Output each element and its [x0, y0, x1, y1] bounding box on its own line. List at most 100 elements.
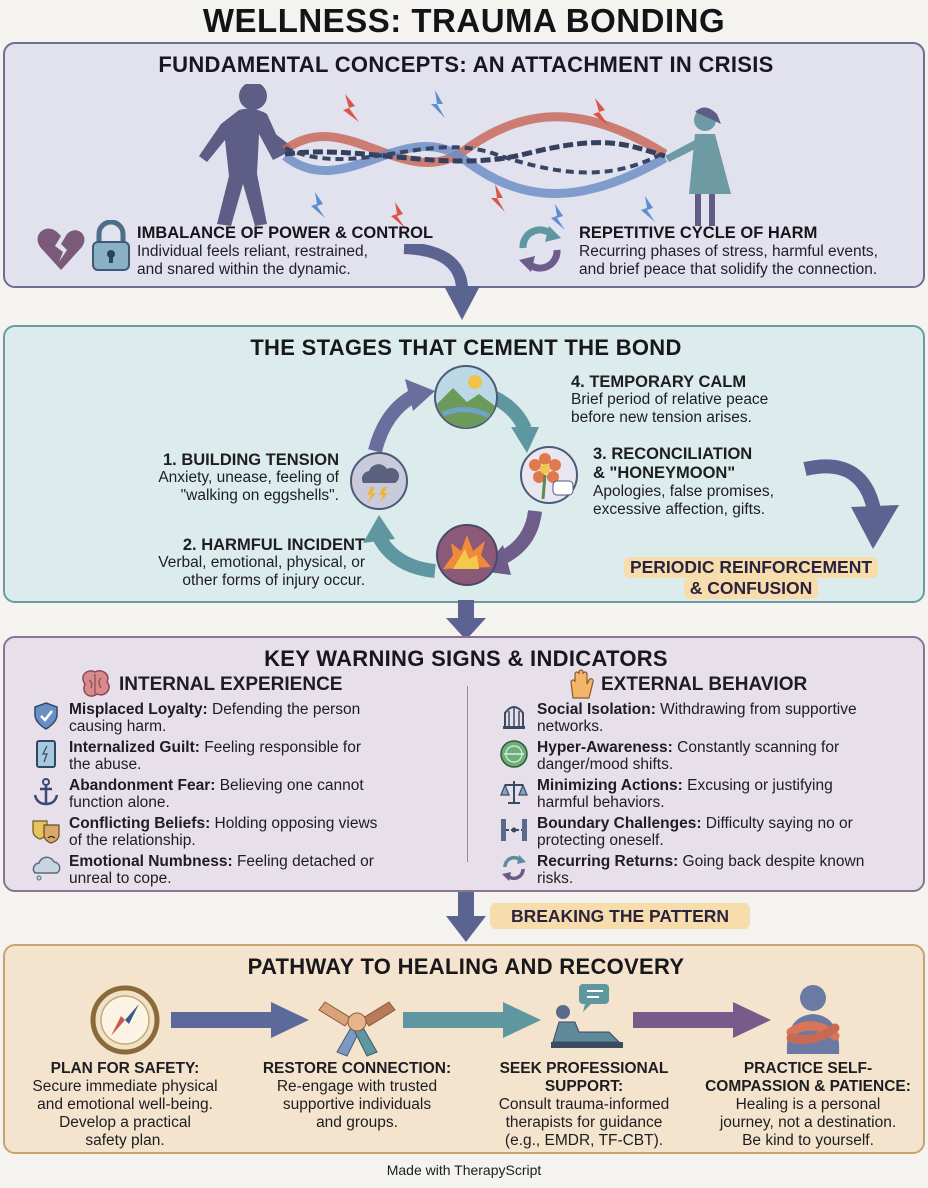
step-desc-line: Healing is a personal: [735, 1096, 881, 1113]
step-desc-line: Develop a practical: [59, 1114, 191, 1131]
list-item: Conflicting Beliefs: Holding opposing vi…: [31, 815, 377, 849]
chain-tug-illustration: [199, 84, 731, 230]
brain-icon: [82, 670, 110, 697]
therapy-couch-icon: [551, 984, 623, 1048]
sign-text-cont: unreal to cope.: [69, 870, 172, 887]
badge-line-1: PERIODIC REINFORCEMENT: [623, 557, 879, 578]
explosion-icon: [436, 524, 498, 586]
path-arrow-icon: [171, 1002, 309, 1038]
section-fundamental-concepts: FUNDAMENTAL CONCEPTS: AN ATTACHMENT IN C…: [3, 42, 925, 288]
self-hug-icon: [786, 985, 840, 1054]
sign-term: Minimizing Actions:: [537, 777, 683, 794]
sign-term: Misplaced Loyalty:: [69, 701, 208, 718]
list-item: Minimizing Actions: Excusing or justifyi…: [499, 777, 833, 811]
sign-term: Conflicting Beliefs:: [69, 815, 211, 832]
down-arrow-icon: [403, 244, 480, 320]
section-title: FUNDAMENTAL CONCEPTS: AN ATTACHMENT IN C…: [158, 52, 774, 77]
sign-text: Difficulty saying no or: [701, 815, 853, 832]
stage-3-line-2: excessive affection, gifts.: [593, 501, 766, 518]
column-divider: [467, 686, 468, 862]
sign-text-cont: danger/mood shifts.: [537, 756, 674, 773]
sign-text: Going back despite known: [678, 853, 865, 870]
scale-icon: [500, 781, 528, 804]
sign-text: Feeling responsible for: [199, 739, 362, 756]
sign-term: Hyper-Awareness:: [537, 739, 673, 756]
stage-1-line-2: "walking on eggshells".: [180, 487, 339, 504]
sign-text: Feeling detached or: [232, 853, 374, 870]
section-healing-pathway: PATHWAY TO HEALING AND RECOVERY: [3, 944, 925, 1154]
stage-4-line-2: before new tension arises.: [571, 409, 752, 426]
step-desc-line: journey, not a destination.: [719, 1114, 897, 1131]
step-desc-line: Re-engage with trusted: [276, 1078, 438, 1095]
cloud-icon: [32, 856, 61, 881]
sign-text-cont: function alone.: [69, 794, 170, 811]
list-item: Social Isolation: Withdrawing from suppo…: [499, 701, 857, 735]
sign-text-cont: harmful behaviors.: [537, 794, 665, 811]
power-control-heading: IMBALANCE OF POWER & CONTROL: [137, 224, 434, 242]
section-bond-stages: THE STAGES THAT CEMENT THE BOND: [3, 325, 925, 603]
section-title: PATHWAY TO HEALING AND RECOVERY: [247, 954, 685, 979]
reinforcement-badge: PERIODIC REINFORCEMENT & CONFUSION: [613, 557, 889, 599]
joined-hands-icon: [318, 1001, 396, 1057]
step-desc-line: supportive individuals: [282, 1096, 432, 1113]
step-desc-line: (e.g., EMDR, TF-CBT).: [504, 1132, 664, 1149]
sign-text: Believing one cannot: [215, 777, 364, 794]
list-item: Hyper-Awareness: Constantly scanning for…: [499, 739, 839, 773]
cycle-of-harm-heading: REPETITIVE CYCLE OF HARM: [579, 224, 818, 242]
cycle-of-harm-text-line-1: Recurring phases of stress, harmful even…: [579, 243, 878, 260]
birdcage-icon: [503, 706, 525, 729]
adult-figure-icon: [199, 84, 291, 226]
calm-landscape-icon: [434, 365, 498, 429]
sign-text-cont: risks.: [537, 870, 574, 887]
sign-term: Abandonment Fear:: [69, 777, 216, 794]
stage-4-title: 4. TEMPORARY CALM: [571, 373, 747, 391]
sign-text-cont: of the relationship.: [69, 832, 196, 849]
sign-text: Withdrawing from supportive: [655, 701, 857, 718]
broken-heart-icon: [37, 228, 85, 270]
compass-icon: [90, 985, 160, 1055]
section-title: THE STAGES THAT CEMENT THE BOND: [250, 335, 682, 360]
sign-term: Boundary Challenges:: [537, 815, 702, 832]
list-item: Abandonment Fear: Believing one cannot fu…: [31, 777, 364, 811]
down-arrow-icon: [446, 892, 486, 942]
stage-1-title: 1. BUILDING TENSION: [162, 451, 339, 469]
padlock-icon: [92, 220, 130, 271]
sign-term: Social Isolation:: [537, 701, 656, 718]
barrier-icon: [501, 819, 527, 841]
breaking-pattern-badge: BREAKING THE PATTERN: [490, 903, 750, 929]
sign-term: Internalized Guilt:: [69, 739, 200, 756]
power-control-text-line-1: Individual feels reliant, restrained,: [137, 243, 368, 260]
stage-2-title: 2. HARMFUL INCIDENT: [182, 536, 365, 554]
step-desc-line: Consult trauma-informed: [498, 1096, 670, 1113]
sign-text-cont: causing harm.: [69, 718, 167, 735]
step-title: SEEK PROFESSIONAL: [499, 1060, 669, 1077]
sign-text: Excusing or justifying: [682, 777, 833, 794]
stage-3-title-line-1: 3. RECONCILIATION: [593, 445, 753, 463]
stage-4-line-1: Brief period of relative peace: [571, 391, 769, 408]
stage-2-line-1: Verbal, emotional, physical, or: [158, 554, 365, 571]
heal-step-safety: PLAN FOR SAFETY: Secure immediate physic…: [7, 1060, 243, 1150]
curved-arrow-icon: [803, 459, 899, 549]
sign-text-cont: the abuse.: [69, 756, 142, 773]
path-arrow-icon: [403, 1002, 541, 1038]
sign-text: Constantly scanning for: [672, 739, 840, 756]
step-desc-line: therapists for guidance: [505, 1114, 663, 1131]
power-control-text-line-2: and snared within the dynamic.: [137, 261, 351, 278]
cycle-arrows-icon: [519, 226, 561, 272]
mirror-icon: [36, 740, 56, 768]
badge-line-2: & CONFUSION: [683, 578, 819, 599]
step-desc-line: safety plan.: [85, 1132, 165, 1149]
heal-step-self-compassion: PRACTICE SELF- COMPASSION & PATIENCE: He…: [695, 1060, 921, 1150]
shield-icon: [34, 702, 58, 730]
list-item: Misplaced Loyalty: Defending the person c…: [31, 701, 360, 735]
heal-step-professional: SEEK PROFESSIONAL SUPPORT: Consult traum…: [473, 1060, 695, 1150]
external-behavior-heading: EXTERNAL BEHAVIOR: [601, 674, 808, 695]
sign-text: Defending the person: [207, 701, 361, 718]
list-item: Recurring Returns: Going back despite kn…: [499, 853, 864, 887]
storm-cloud-icon: [350, 452, 408, 510]
step-title: PRACTICE SELF-: [743, 1060, 873, 1077]
flower-speech-icon: [520, 446, 578, 504]
step-desc-line: Be kind to yourself.: [742, 1132, 874, 1149]
cycle-of-harm-text-line-2: and brief peace that solidify the connec…: [579, 261, 878, 278]
